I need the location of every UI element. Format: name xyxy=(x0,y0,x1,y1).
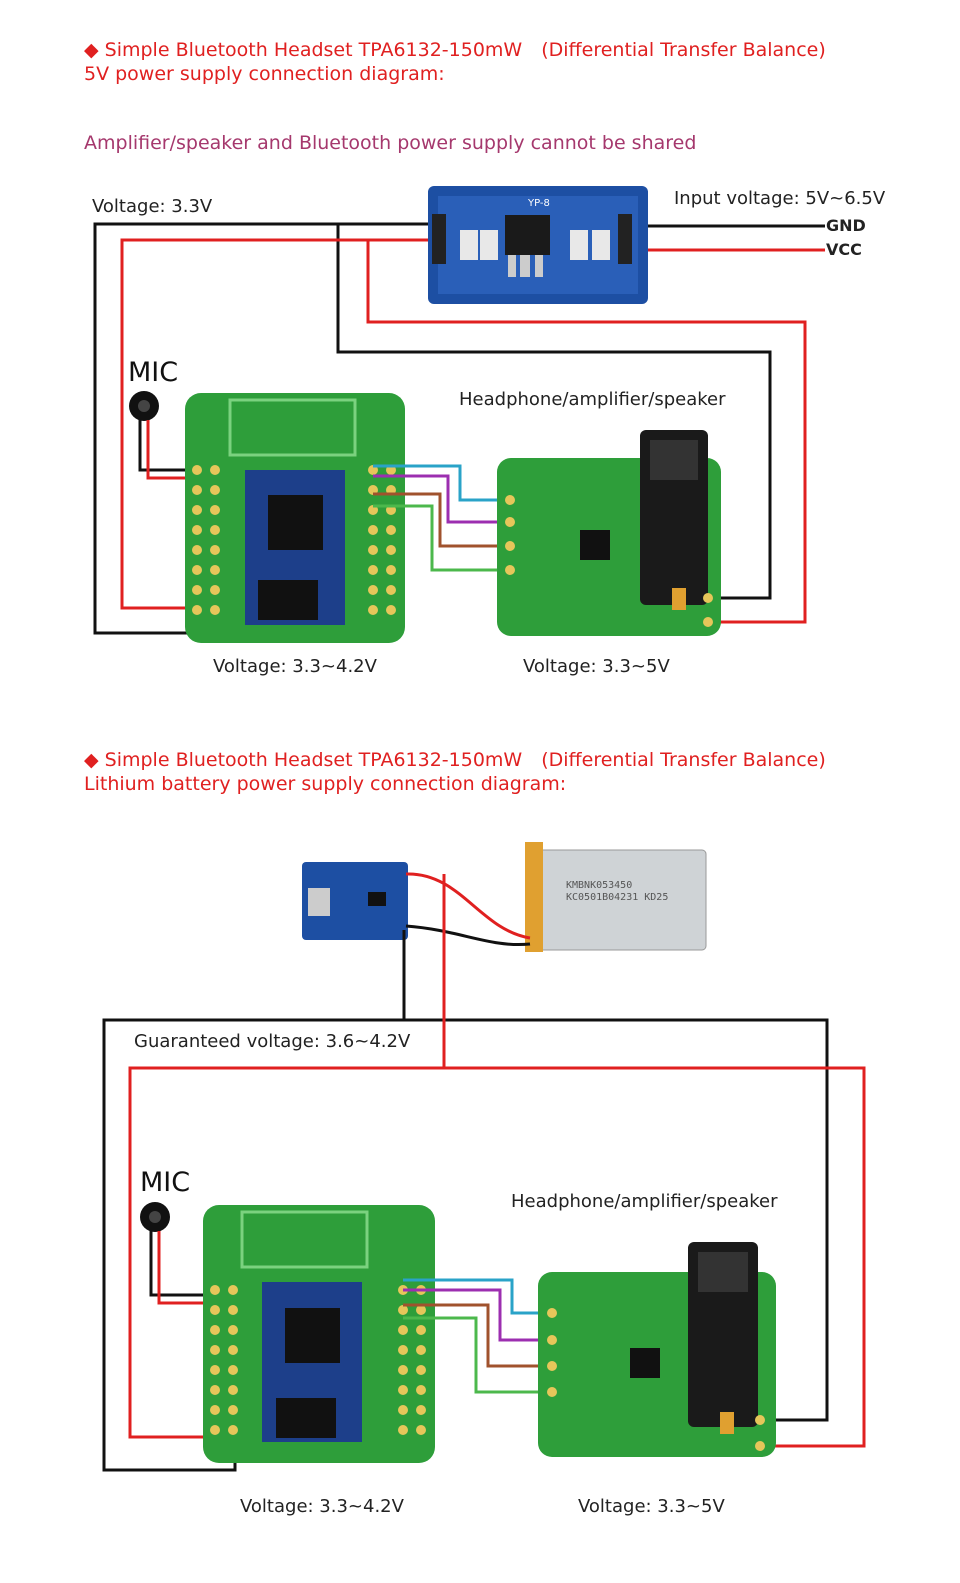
s2-green-wire xyxy=(403,1316,545,1394)
s1-amp-voltage: Voltage: 3.3~5V xyxy=(523,656,670,677)
s1-red-wire-bt-power xyxy=(120,238,807,624)
s2-battery-red-lead xyxy=(405,872,531,940)
s1-gnd-label: GND xyxy=(826,216,866,235)
s1-black-wire-bt-power xyxy=(93,222,772,635)
s2-battery-line1: KMBNK053450 xyxy=(566,880,632,891)
s2-battery: KMBNK053450 KC0501B04231 KD25 xyxy=(525,842,707,952)
s2-bluetooth-board xyxy=(203,1205,435,1463)
s2-amplifier-board xyxy=(538,1242,776,1457)
s2-charger-module xyxy=(302,862,408,940)
s1-bt-voltage: Voltage: 3.3~4.2V xyxy=(213,656,377,677)
s2-mic-label: MIC xyxy=(140,1167,191,1198)
s2-battery-black-lead xyxy=(405,924,531,947)
s1-cyan-wire xyxy=(373,464,505,502)
s2-battery-line2: KC0501B04231 KD25 xyxy=(566,892,668,903)
s2-bt-voltage: Voltage: 3.3~4.2V xyxy=(240,1496,404,1517)
s2-purple-wire xyxy=(403,1288,545,1342)
s1-amp-label: Headphone/amplifier/speaker xyxy=(459,389,726,410)
s2-black-wire xyxy=(402,930,829,1422)
section1-title-line1: ◆ Simple Bluetooth Headset TPA6132-150mW… xyxy=(84,39,826,61)
section1-title-line2: 5V power supply connection diagram: xyxy=(84,63,445,85)
s2-red-wire-bt xyxy=(128,1066,444,1439)
s1-regulator-module: YP-8 xyxy=(428,186,648,304)
section2-title-line2: Lithium battery power supply connection … xyxy=(84,773,567,795)
s2-guaranteed-voltage: Guaranteed voltage: 3.6~4.2V xyxy=(134,1031,411,1052)
s2-cyan-wire xyxy=(403,1278,545,1315)
s2-brown-wire xyxy=(403,1303,545,1368)
section2-title-line1: ◆ Simple Bluetooth Headset TPA6132-150mW… xyxy=(84,749,826,771)
s2-amp-label: Headphone/amplifier/speaker xyxy=(511,1191,778,1212)
section1-note: Amplifier/speaker and Bluetooth power su… xyxy=(84,132,697,154)
s1-vcc-label: VCC xyxy=(826,240,862,259)
s1-input-voltage: Input voltage: 5V~6.5V xyxy=(674,188,886,209)
s1-bt-voltage-top: Voltage: 3.3V xyxy=(92,196,213,217)
s1-bluetooth-board xyxy=(185,393,405,643)
s1-brown-wire xyxy=(373,492,505,548)
s1-regulator-marking: YP-8 xyxy=(527,198,550,209)
s2-amp-voltage: Voltage: 3.3~5V xyxy=(578,1496,725,1517)
s1-purple-wire xyxy=(373,474,505,524)
s1-amplifier-board xyxy=(497,430,721,636)
s1-green-wire xyxy=(373,504,505,572)
s1-mic xyxy=(129,391,210,480)
s2-red-wire xyxy=(442,874,866,1448)
s1-mic-label: MIC xyxy=(128,357,179,388)
